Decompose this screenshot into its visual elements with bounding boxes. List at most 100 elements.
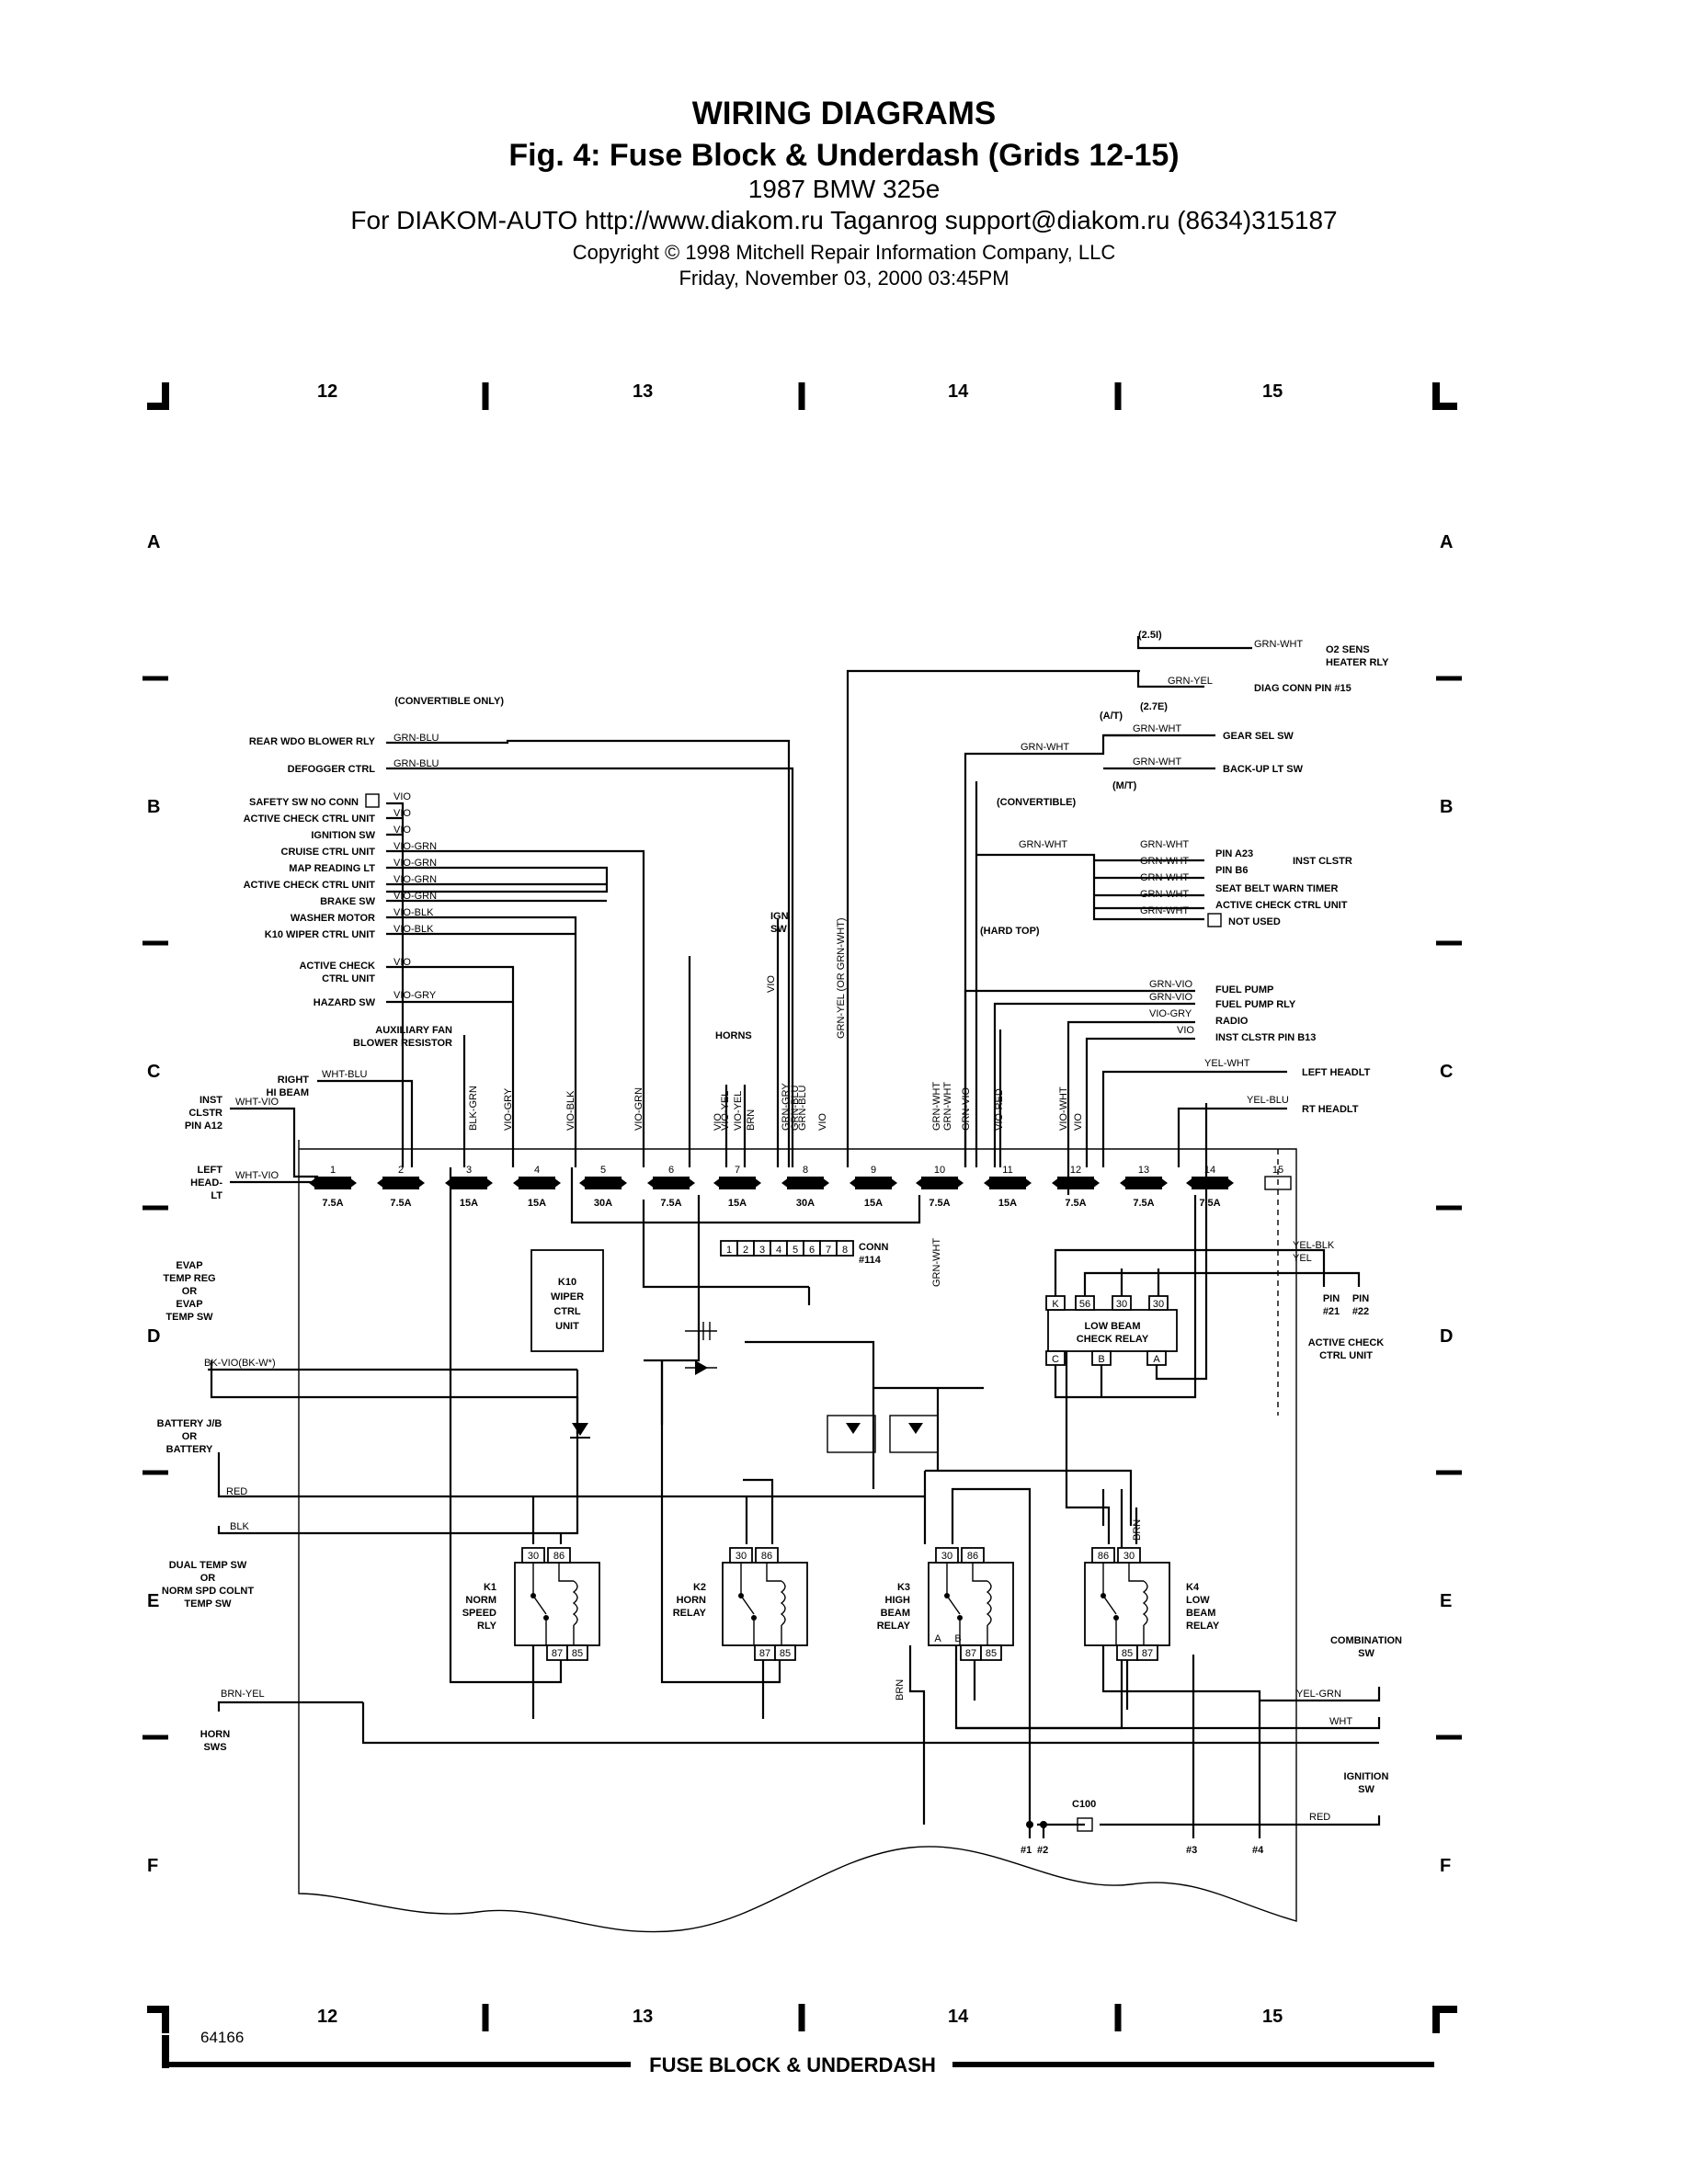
wire-fuel-pump-rly: GRN-VIO (1149, 992, 1193, 1003)
relay-pin-top-label: 30 (528, 1551, 539, 1562)
wire-gear-sel: GRN-WHT (1133, 723, 1181, 734)
row-b-right: B (1440, 797, 1453, 817)
k10-label-1: K10 (558, 1277, 576, 1288)
left-label-hazard-sw: HAZARD SW (314, 997, 376, 1008)
conn-pin-label: 6 (809, 1245, 815, 1256)
row-b-left: B (147, 797, 160, 817)
fuse-rating: 30A (796, 1198, 815, 1209)
date-line: Friday, November 03, 2000 03:45PM (679, 267, 1009, 290)
fuse-rating: 7.5A (1133, 1198, 1154, 1209)
fuse-body (519, 1177, 555, 1189)
fuse-6: 67.5A (647, 1165, 695, 1209)
conn-114-wire: GRN-WHT (931, 1238, 942, 1287)
fuse-rating: 7.5A (1199, 1198, 1220, 1209)
relay-pin-top-label: 30 (736, 1551, 747, 1562)
fuse-rating: 7.5A (390, 1198, 411, 1209)
fuse-wire-label: VIO-WHT (1058, 1086, 1069, 1131)
fuse-body (921, 1177, 958, 1189)
lbcr-pin-top-label: 30 (1116, 1299, 1127, 1310)
ign-sw-label-1: IGN (770, 911, 789, 922)
left-label-horn: HORN (200, 1729, 230, 1740)
fuse-1: 17.5A (309, 1165, 357, 1209)
right-label-active-check: ACTIVE CHECK CTRL UNIT (1215, 900, 1348, 911)
left-label-temp-sw-2: TEMP SW (184, 1598, 232, 1610)
relay-name-line: LOW (1186, 1595, 1210, 1606)
footer: 64166 FUSE BLOCK & UNDERDASH (162, 2029, 1434, 2076)
wire-yel-grn: YEL-GRN (1296, 1689, 1341, 1700)
fuse-number: 9 (871, 1165, 876, 1176)
left-label-lt: LT (211, 1190, 222, 1201)
fuse-body (1192, 1177, 1228, 1189)
fuse-rating: 7.5A (660, 1198, 681, 1209)
grn-yel-note: GRN-YEL (OR GRN-WHT) (836, 917, 847, 1039)
horns-label: HORNS (715, 1030, 752, 1041)
relay-body (1084, 1562, 1170, 1646)
lbcr-pin-top (1045, 1295, 1066, 1311)
left-label-defogger: DEFOGGER CTRL (288, 764, 376, 775)
wire-left-headlt-r: YEL-WHT (1204, 1058, 1250, 1069)
right-label-o2-sens: O2 SENS (1326, 644, 1370, 655)
relay-body (928, 1562, 1014, 1646)
fuse-wire-label: GRN-VIO (961, 1087, 972, 1132)
left-label-sws: SWS (203, 1742, 226, 1753)
annot-hard-top: (HARD TOP) (980, 926, 1040, 937)
relay-coil (1142, 1580, 1148, 1626)
wire-left-headlt: WHT-VIO (235, 1170, 279, 1181)
wire-cruise-ctrl: VIO-GRN (393, 841, 437, 852)
relay-extra-pin: A (934, 1633, 941, 1644)
wire-brn-k3: BRN (895, 1679, 906, 1701)
left-label-clstr: CLSTR (188, 1108, 222, 1119)
left-label-safety-sw: SAFETY SW NO CONN (249, 797, 359, 808)
wire-diag-conn: GRN-YEL (1168, 676, 1213, 687)
k10-label-4: UNIT (555, 1321, 579, 1332)
fuse-wire-label: GRN-WHT (931, 1082, 942, 1131)
annot-at: (A/T) (1100, 711, 1123, 722)
col-14-top: 14 (948, 381, 969, 402)
c100-label: C100 (1072, 1799, 1096, 1810)
footer-code: 64166 (200, 2029, 244, 2046)
left-label-convertible-only: (CONVERTIBLE ONLY) (394, 696, 504, 707)
relay-pin-bottom (566, 1644, 588, 1661)
wire-yel-blk: YEL-BLK (1293, 1240, 1335, 1251)
conn-pin-label: 2 (743, 1245, 748, 1256)
wire-hazard-sw: VIO-GRY (393, 990, 437, 1001)
col-12-bottom: 12 (317, 2007, 337, 2027)
wire-defogger: GRN-BLU (393, 758, 439, 769)
relay-name-line: SPEED (462, 1608, 496, 1619)
wire-map-reading: VIO-GRN (393, 858, 437, 869)
fuse-number: 10 (934, 1165, 945, 1176)
conn-label-1: CONN (859, 1242, 888, 1253)
fuse-2: 27.5A (377, 1165, 425, 1209)
relay-body (722, 1562, 808, 1646)
combination-sw-label-2: SW (1358, 1648, 1374, 1659)
right-label-inst-clstr: INST CLSTR (1293, 856, 1352, 867)
fuse-rating: 7.5A (1065, 1198, 1086, 1209)
relay-pin-bottom-label: 87 (965, 1648, 976, 1659)
fuse-wire-label: VIO (713, 1113, 724, 1131)
relay-body (514, 1562, 600, 1646)
right-label-back-up: BACK-UP LT SW (1223, 764, 1304, 775)
fuse-number: 3 (466, 1165, 472, 1176)
wire-wht: WHT (1329, 1716, 1352, 1727)
fuse-body (719, 1177, 756, 1189)
left-label-or-3: OR (200, 1573, 216, 1584)
left-label-ignition-sw: IGNITION SW (311, 830, 375, 841)
fuse-12: 127.5A (1052, 1165, 1100, 1209)
conn-pin (836, 1240, 854, 1257)
lbcr-label-1: LOW BEAM (1084, 1321, 1140, 1332)
relay-coil (572, 1580, 578, 1626)
wire-active-check-3: VIO (393, 957, 411, 968)
fuse-wire-label: BRN (746, 1109, 757, 1131)
right-label-gear-sel: GEAR SEL SW (1223, 731, 1294, 742)
right-label-inst-b13: INST CLSTR PIN B13 (1215, 1032, 1316, 1043)
grid-frame: 12 13 14 15 12 13 14 15 A A B B C C D D … (143, 381, 1462, 2033)
left-label-map-reading: MAP READING LT (289, 863, 375, 874)
fuse-body (585, 1177, 622, 1189)
fuse-wire-label: VIO-YEL (733, 1091, 744, 1131)
row-f-right: F (1440, 1856, 1451, 1876)
lbcr-pin-bottom-label: B (1098, 1354, 1104, 1365)
fuse-body (314, 1177, 351, 1189)
col-15-top: 15 (1262, 381, 1283, 402)
